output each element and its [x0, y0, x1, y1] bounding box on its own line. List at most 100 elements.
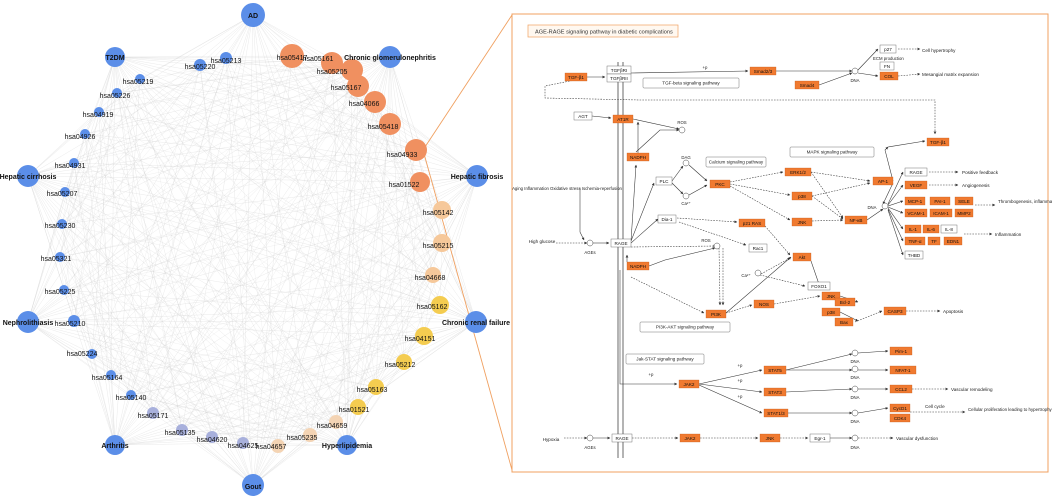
label-ros2: ROS	[701, 238, 710, 243]
pathway-arrow	[811, 182, 871, 197]
network-edge	[84, 133, 279, 447]
gene-label-icam1: ICAM-1	[933, 211, 949, 216]
network-edge	[27, 175, 443, 244]
network-edge	[116, 92, 183, 431]
label-jak_path: Jak-STAT signaling pathway	[636, 357, 694, 362]
network-edge	[181, 175, 478, 431]
pathway-arrow	[887, 140, 926, 148]
label-pi3k_path: PI3K-AKT signaling pathway	[656, 325, 715, 330]
network-edge	[114, 56, 443, 211]
network-edge	[346, 123, 391, 446]
pathway-node-label: hsa05162	[417, 304, 448, 311]
network-edge	[114, 56, 183, 431]
network-edge	[139, 78, 359, 408]
pathway-arrow	[857, 48, 879, 71]
network-edge	[309, 209, 443, 436]
disease-node	[337, 435, 357, 455]
network-edge	[91, 353, 359, 408]
network-edge	[27, 175, 441, 306]
label-dna: DNA	[850, 78, 859, 83]
gene-label-ap1: AP-1	[878, 179, 889, 184]
label-hypoxia: Hypoxia	[543, 437, 560, 442]
gene-box-plc	[655, 176, 673, 186]
compound-node	[881, 202, 889, 210]
network-edge	[91, 56, 391, 355]
network-edge	[335, 242, 443, 423]
gene-box-casp3	[883, 306, 907, 316]
gene-label-egr1: Egr-1	[814, 436, 826, 441]
pathway-node	[220, 52, 232, 64]
network-edge	[84, 56, 116, 135]
gene-box-p38	[791, 191, 813, 201]
pathway-title: AGE-RAGE signaling pathway in diabetic c…	[535, 30, 673, 36]
gene-label-rac1: Rac1	[753, 246, 764, 251]
disease-node	[17, 165, 39, 187]
compound-node	[851, 434, 859, 442]
label-vasc_dys: Vascular dysfunction	[896, 436, 938, 441]
network-edge	[27, 209, 443, 323]
network-edge	[211, 321, 477, 438]
network-edge	[211, 123, 391, 438]
network-edge	[419, 181, 477, 323]
network-edge	[91, 78, 141, 355]
network-edge	[64, 56, 391, 193]
network-edge	[242, 421, 337, 444]
gene-label-col: COL	[884, 74, 894, 79]
network-edge	[211, 274, 434, 438]
network-edge	[73, 320, 377, 388]
disease-node-label: Nephrolithiasis	[3, 320, 54, 327]
gene-box-nfkb	[844, 215, 868, 225]
network-edge	[252, 209, 443, 486]
network-edge	[27, 321, 279, 447]
network-edge	[375, 304, 441, 388]
network-edge	[27, 274, 434, 323]
network-edge	[63, 289, 405, 363]
network-edge	[73, 162, 377, 388]
pathway-node-label: hsa05418	[368, 124, 399, 131]
network-edge	[389, 56, 434, 276]
gene-label-nfkb: NF-κB	[849, 218, 862, 223]
network-edge	[114, 56, 279, 447]
gene-box-bcl2	[834, 297, 856, 307]
pathway-arrow	[785, 387, 853, 393]
gene-label-cdk4: CDK4	[894, 416, 907, 421]
gene-label-casp3: CASP3	[887, 309, 903, 314]
label-mesangial: Mesangial matrix expansion	[922, 72, 979, 77]
network-edge	[309, 175, 478, 436]
network-edge	[110, 374, 183, 431]
pathway-arrow	[887, 171, 904, 205]
gene-label-il1: IL-1	[909, 227, 917, 232]
pathway-arrow	[630, 218, 659, 244]
pathway-node	[126, 390, 136, 400]
gene-box-rage	[611, 433, 633, 443]
network-edge	[114, 55, 293, 446]
network-edge	[64, 191, 359, 408]
network-edge	[73, 56, 391, 322]
pathway-arrow	[698, 383, 763, 394]
disease-node-label: Gout	[245, 484, 262, 491]
network-edge	[91, 55, 293, 355]
network-edge	[110, 374, 337, 423]
pathway-node	[60, 187, 70, 197]
gene-box-agt	[573, 111, 593, 121]
network-edge	[98, 111, 425, 337]
gene-box-rage	[610, 238, 632, 248]
compound-node	[678, 126, 686, 134]
network-edge	[152, 412, 279, 447]
network-edge	[277, 69, 353, 447]
gene-box-thbd	[904, 250, 924, 260]
network-edge	[27, 321, 213, 438]
network-edge	[91, 274, 434, 355]
network-edge	[252, 69, 353, 486]
label-cell_hyper: Cell hypertrophy	[922, 48, 956, 53]
gene-label-smad23: Smad2/3	[754, 69, 773, 74]
pathway-node	[87, 349, 97, 359]
network-edge	[277, 181, 421, 447]
gene-box-il1	[904, 224, 922, 234]
pathway-node	[431, 296, 449, 314]
gene-label-dia1: Dia-1	[662, 217, 673, 222]
pathway-node	[147, 407, 159, 419]
network-edge	[152, 361, 405, 414]
network-edge	[242, 321, 477, 444]
network-edge	[130, 57, 227, 396]
